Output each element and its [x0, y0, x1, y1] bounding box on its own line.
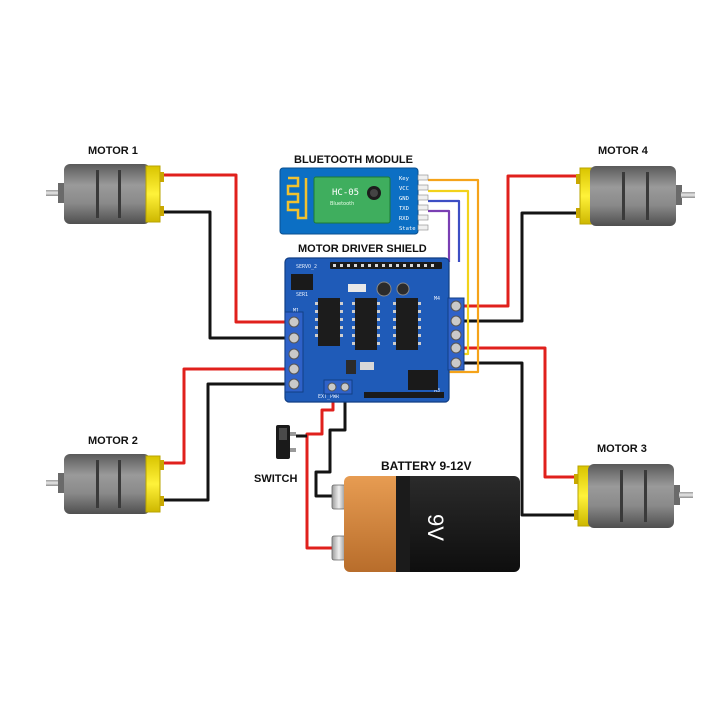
battery-label: BATTERY 9-12V	[381, 459, 471, 473]
shield-mark-ser1: SER1	[296, 292, 308, 298]
motor4-black-wire	[462, 211, 580, 323]
bt-chip	[313, 176, 391, 224]
shield-mark-servo: SERVO_2	[296, 264, 317, 270]
bt-txd-wire	[428, 199, 461, 262]
motor1-black-wire	[156, 210, 290, 340]
servo-header	[291, 274, 313, 290]
motor-4	[576, 166, 695, 226]
bt-pin-labels: Key VCC GND TXD RXD State	[399, 176, 416, 232]
motor2-body	[64, 454, 150, 514]
bt-pin-key: Key	[399, 176, 410, 182]
shield-mark-m4: M4	[434, 296, 440, 302]
motor-3	[574, 464, 693, 528]
switch-lever[interactable]	[279, 428, 287, 440]
battery-black-wire	[314, 394, 347, 498]
capacitor-1	[376, 281, 392, 297]
shield-mark-m1: M1	[293, 308, 299, 314]
motor2-black-wire	[160, 382, 290, 502]
motor-2	[46, 454, 164, 514]
motor4-red-wire	[462, 174, 580, 308]
driver-chip-1	[318, 298, 340, 346]
bluetooth-label: BLUETOOTH MODULE	[294, 154, 413, 166]
bt-pin-state: State	[399, 226, 416, 232]
battery-terminal-negative	[331, 484, 347, 510]
bluetooth-module: HC-05 Bluetooth Key VCC GND TXD RXD Stat…	[279, 167, 429, 235]
bt-header-pins	[417, 174, 429, 231]
driver-chips	[315, 298, 421, 350]
battery-red-wire	[305, 394, 340, 550]
bt-pin-vcc: VCC	[399, 186, 409, 192]
power-terminal	[323, 379, 353, 395]
bt-rxd-wire	[428, 209, 451, 262]
motor-1	[46, 164, 164, 224]
motor3-red-wire	[462, 346, 578, 479]
shield-label: MOTOR DRIVER SHIELD	[298, 243, 427, 255]
bt-pin-rxd: RXD	[399, 216, 409, 222]
shield-mark-ext-pwr: EXT_PWR	[318, 394, 340, 400]
terminal-block-right	[447, 297, 465, 371]
motor1-label: MOTOR 1	[88, 145, 138, 157]
motor4-shaft	[681, 192, 695, 198]
bt-antenna	[286, 176, 308, 220]
motor4-body	[590, 166, 676, 226]
motor2-shaft	[46, 480, 60, 486]
battery: 9V	[331, 476, 520, 572]
motor2-end-cap	[145, 455, 161, 513]
motor1-shaft	[46, 190, 60, 196]
bt-pin-gnd: GND	[399, 196, 409, 202]
bt-chip-subtitle: Bluetooth	[330, 201, 354, 207]
shield-mark-m3: M3	[434, 388, 440, 394]
motor3-label: MOTOR 3	[597, 443, 647, 455]
motor1-red-wire	[156, 173, 290, 324]
shield-top-header	[330, 262, 442, 269]
bt-vcc-wire	[428, 178, 480, 374]
motor-driver-shield: SERVO_2 M1 M2 M3 M4 EXT_PWR SER1	[284, 257, 465, 403]
motor2-red-wire	[160, 367, 290, 465]
driver-chip-3	[396, 298, 418, 350]
battery-copper-band	[344, 476, 410, 572]
terminal-block-left	[284, 311, 304, 393]
bt-chip-name: HC-05	[332, 188, 359, 198]
driver-chip-2	[355, 298, 377, 350]
shield-bottom-header	[364, 392, 444, 398]
bt-pin-txd: TXD	[399, 206, 409, 212]
motor1-end-cap	[145, 165, 161, 223]
battery-face-label: 9V	[423, 514, 448, 541]
battery-black-body	[396, 476, 520, 572]
motor4-label: MOTOR 4	[598, 145, 649, 157]
motor3-shaft	[679, 492, 693, 498]
motor3-black-wire	[462, 361, 578, 517]
motor2-label: MOTOR 2	[88, 435, 138, 447]
motor3-body	[588, 464, 674, 528]
battery-terminal-positive	[331, 535, 347, 561]
switch-label: SWITCH	[254, 473, 297, 485]
capacitor-2	[396, 282, 410, 296]
labels: MOTOR 1 MOTOR 4 MOTOR 2 MOTOR 3 BLUETOOT…	[88, 145, 649, 485]
power-switch[interactable]	[276, 425, 296, 459]
motor1-body	[64, 164, 150, 224]
